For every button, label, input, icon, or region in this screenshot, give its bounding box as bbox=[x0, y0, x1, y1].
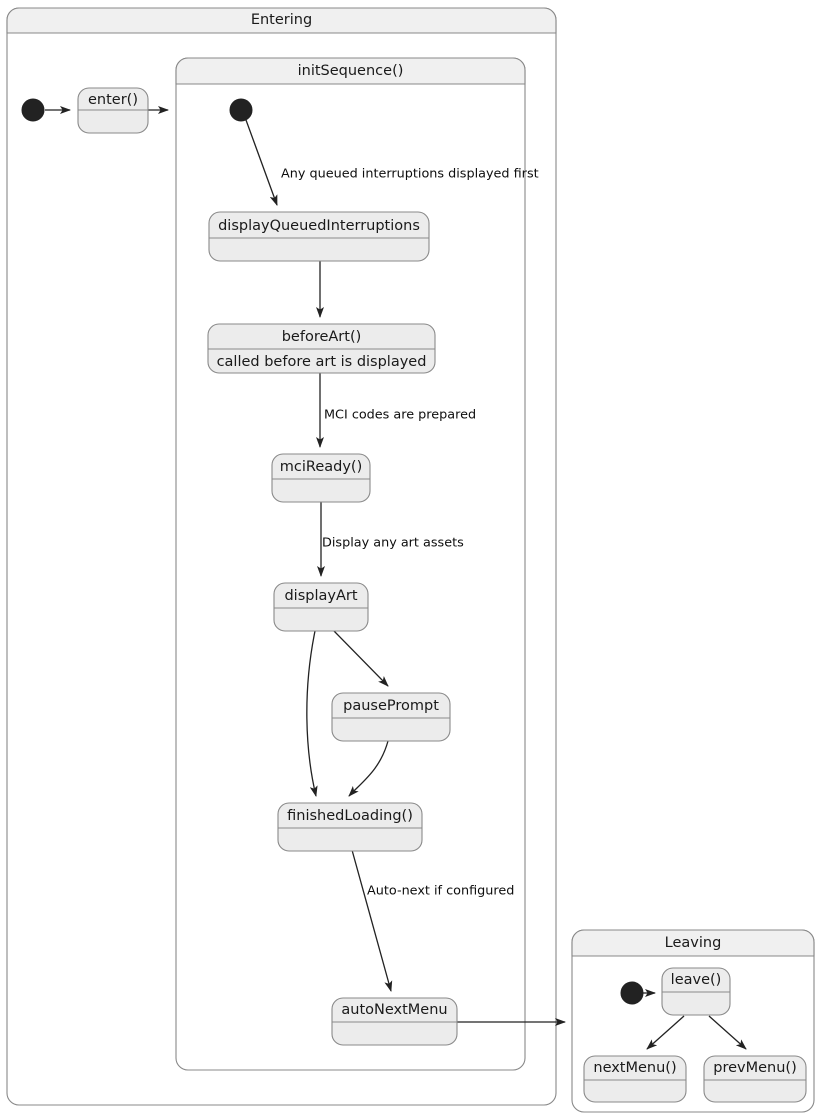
edge-display-art-to-pause-prompt bbox=[333, 630, 389, 687]
node-pause-prompt-title: pausePrompt bbox=[343, 698, 439, 714]
edge-pause-prompt-to-finished-loading bbox=[348, 740, 389, 797]
group-entering-header bbox=[6, 7, 557, 34]
node-display-queued-interruptions[interactable]: displayQueuedInterruptions bbox=[208, 211, 430, 262]
node-prev-menu-title: prevMenu() bbox=[713, 1060, 796, 1076]
edges-layer bbox=[45, 106, 747, 1050]
node-before-art-description: called before art is displayed bbox=[217, 354, 427, 370]
node-before-art[interactable]: beforeArt() called before art is display… bbox=[207, 323, 436, 374]
group-init-sequence-title: initSequence() bbox=[298, 63, 404, 79]
edge-label-auto-next: Auto-next if configured bbox=[367, 884, 514, 899]
node-mci-ready[interactable]: mciReady() bbox=[271, 453, 371, 503]
node-before-art-title: beforeArt() bbox=[282, 329, 362, 345]
group-leaving-header bbox=[571, 929, 815, 957]
node-prev-menu[interactable]: prevMenu() bbox=[703, 1055, 807, 1103]
node-finished-loading[interactable]: finishedLoading() bbox=[277, 802, 423, 852]
node-mci-ready-title: mciReady() bbox=[280, 459, 362, 475]
node-pause-prompt[interactable]: pausePrompt bbox=[331, 692, 451, 742]
edge-label-display-art-assets: Display any art assets bbox=[322, 536, 464, 551]
edge-display-art-to-finished-loading bbox=[306, 630, 318, 797]
edge-leave-to-next-menu bbox=[646, 1015, 685, 1050]
node-auto-next-menu[interactable]: autoNextMenu bbox=[331, 997, 458, 1046]
node-next-menu[interactable]: nextMenu() bbox=[583, 1055, 687, 1103]
node-display-art-title: displayArt bbox=[284, 588, 357, 604]
node-leave-title: leave() bbox=[671, 972, 722, 988]
node-pause-prompt-body bbox=[331, 692, 451, 742]
initial-state-dot-entering bbox=[21, 98, 45, 122]
node-leave[interactable]: leave() bbox=[661, 967, 731, 1016]
node-next-menu-body bbox=[583, 1055, 687, 1103]
group-init-sequence[interactable]: initSequence() bbox=[175, 57, 526, 1071]
group-init-sequence-header bbox=[175, 57, 526, 85]
initial-state-dot-init-sequence bbox=[229, 98, 253, 122]
group-leaving-title: Leaving bbox=[665, 935, 722, 951]
edge-leave-to-prev-menu bbox=[708, 1015, 747, 1050]
edge-label-mci-codes: MCI codes are prepared bbox=[324, 408, 476, 423]
group-entering-title: Entering bbox=[251, 12, 312, 28]
node-finished-loading-body bbox=[277, 802, 423, 852]
edge-labels-layer: Any queued interruptions displayed first… bbox=[281, 167, 539, 899]
node-prev-menu-body bbox=[703, 1055, 807, 1103]
node-enter-title: enter() bbox=[88, 92, 138, 108]
node-finished-loading-title: finishedLoading() bbox=[287, 808, 413, 824]
node-display-art[interactable]: displayArt bbox=[273, 582, 369, 632]
node-display-queued-interruptions-body bbox=[208, 211, 430, 262]
edge-finished-loading-to-auto-next-menu bbox=[351, 849, 393, 992]
initial-state-dot-leaving bbox=[620, 981, 644, 1005]
node-next-menu-title: nextMenu() bbox=[593, 1060, 676, 1076]
node-display-art-body bbox=[273, 582, 369, 632]
node-display-queued-interruptions-title: displayQueuedInterruptions bbox=[218, 218, 420, 234]
group-init-sequence-body bbox=[175, 57, 526, 1071]
edge-label-queued-interruptions: Any queued interruptions displayed first bbox=[281, 167, 539, 182]
edge-init-to-display-queued bbox=[245, 119, 278, 206]
node-auto-next-menu-title: autoNextMenu bbox=[341, 1002, 447, 1018]
node-enter[interactable]: enter() bbox=[77, 87, 149, 134]
node-mci-ready-body bbox=[271, 453, 371, 503]
